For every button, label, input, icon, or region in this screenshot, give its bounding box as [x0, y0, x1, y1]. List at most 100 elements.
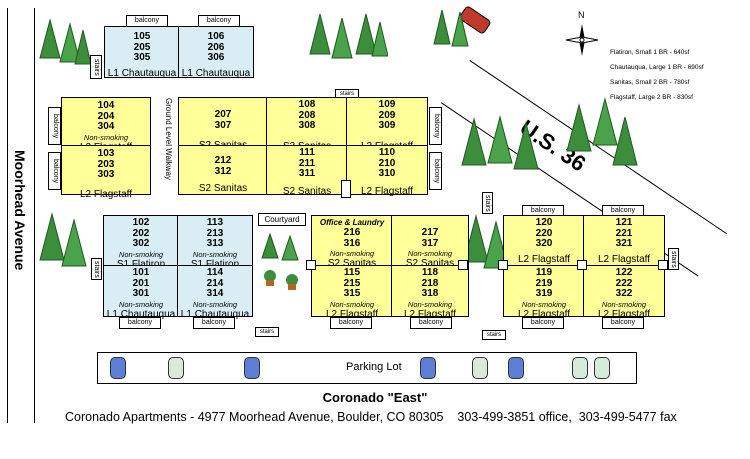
room-number: 322 — [615, 288, 633, 299]
stairs-label: stairs — [255, 327, 279, 337]
room-number: 318 — [421, 288, 439, 299]
compass-north-label: N — [578, 10, 585, 20]
room-number: 111 — [299, 147, 315, 158]
legend-item: Flagstaff, Large 2 BR - 830sf — [610, 94, 693, 101]
unit-217[interactable]: 217 317 Non-smoking S2 Sanitas — [391, 215, 469, 269]
unit-type: L2 Flagstaff — [325, 308, 379, 320]
non-smoking-note: Non-smoking — [407, 249, 453, 258]
tree-cluster-icon — [39, 18, 92, 65]
room-number: 303 — [97, 169, 115, 180]
unit-type: S1 Flatiron — [190, 258, 240, 270]
tree-cluster-icon — [566, 97, 638, 166]
room-number: 213 — [206, 227, 224, 239]
compass-rose: N — [562, 10, 602, 60]
tree-cluster-icon — [309, 13, 388, 59]
legend-item: Flatiron, Small 1 BR - 640sf — [610, 49, 690, 56]
non-smoking-note: Non-smoking — [192, 299, 238, 309]
stair-landing — [458, 260, 468, 270]
unit-113[interactable]: 113 213 313 Non-smoking S1 Flatiron — [177, 215, 253, 270]
room-number: 108 — [298, 99, 316, 110]
tree-cluster-icon — [461, 115, 539, 170]
unit-115[interactable]: 115 215 315 Non-smoking L2 Flagstaff — [311, 265, 393, 320]
unit-118[interactable]: 118 218 318 Non-smoking L2 Flagstaff — [391, 265, 469, 320]
room-number: 212 — [214, 155, 232, 166]
parked-car-icon — [110, 357, 126, 379]
balcony-label: balcony — [429, 107, 442, 145]
parking-lot: Parking Lot — [97, 352, 637, 384]
stairs-label: stairs — [668, 248, 679, 270]
moorhead-avenue-street: Moorhead Avenue — [0, 0, 36, 423]
unit-104[interactable]: 104 204 304 Non-smoking L2 Flagstaff — [61, 97, 151, 153]
room-number: 308 — [298, 120, 316, 131]
balcony-label: balcony — [602, 317, 644, 329]
non-smoking-note: Non-smoking — [118, 249, 164, 259]
unit-122[interactable]: 122 222 322 Non-smoking L2 Flagstaff — [583, 265, 665, 320]
room-number: 216 — [343, 227, 361, 238]
street-line-left — [7, 8, 8, 423]
non-smoking-note: Non-smoking — [329, 249, 375, 258]
unit-type: L2 Flagstaff — [517, 253, 571, 265]
unit-121[interactable]: 121 221 321 L2 Flagstaff — [583, 215, 665, 267]
room-number: 313 — [206, 238, 224, 249]
room-number: 307 — [214, 119, 232, 131]
unit-119[interactable]: 119 219 319 Non-smoking L2 Flagstaff — [503, 265, 585, 320]
room-number: 321 — [615, 238, 633, 249]
stair-landing — [306, 260, 316, 270]
room-number: 315 — [343, 288, 361, 299]
unit-102[interactable]: 102 202 302 Non-smoking S1 Flatiron — [103, 215, 179, 270]
unit-101[interactable]: 101 201 301 Non-smoking L1 Chautauqua — [103, 265, 179, 320]
room-number: 113 — [206, 217, 224, 228]
office-laundry-label: Office & Laundry — [319, 218, 385, 227]
non-smoking-note: Non-smoking — [329, 299, 375, 309]
unit-type: L1 Chautauqua — [181, 67, 251, 79]
unit-120[interactable]: 120 220 320 L2 Flagstaff — [503, 215, 585, 267]
unit-216[interactable]: Office & Laundry 216 316 Non-smoking S2 … — [311, 215, 393, 269]
room-number: 306 — [207, 52, 225, 63]
unit-212[interactable]: 212 312 S2 Sanitas — [178, 145, 268, 195]
unit-109[interactable]: 109 209 309 L2 Flagstaff — [346, 97, 428, 152]
map-title: Coronado "East" — [322, 390, 428, 405]
unit-legend: Flatiron, Small 1 BR - 640sf Chautauqua,… — [610, 45, 704, 105]
room-number: 205 — [133, 41, 151, 53]
stair-landing — [577, 260, 587, 270]
room-number: 203 — [97, 158, 115, 170]
non-smoking-note: Non-smoking — [118, 299, 164, 309]
parked-car-icon — [508, 357, 524, 379]
address-line: Coronado Apartments - 4977 Moorhead Aven… — [65, 410, 677, 424]
unit-108[interactable]: 108 208 308 S2 Sanitas — [266, 97, 348, 152]
stair-landing — [498, 260, 508, 270]
room-number: 207 — [214, 109, 232, 120]
room-number: 317 — [421, 237, 439, 249]
parked-car-icon — [572, 357, 588, 379]
balcony-label: balcony — [48, 107, 61, 145]
unit-111[interactable]: 111 211 311 S2 Sanitas — [266, 145, 348, 197]
unit-105[interactable]: 105 205 305 L1 Chautauqua — [104, 26, 180, 79]
unit-106[interactable]: 106 206 306 L1 Chautauqua — [178, 26, 254, 79]
room-number: 305 — [133, 52, 151, 63]
room-number: 211 — [298, 157, 316, 169]
room-number: 110 — [378, 147, 396, 158]
room-number: 210 — [378, 157, 396, 169]
unit-207[interactable]: 207 307 S2 Sanitas — [178, 97, 268, 151]
unit-114[interactable]: 114 214 314 Non-smoking L1 Chautauqua — [177, 265, 253, 320]
unit-type: L1 Chautauqua — [106, 308, 176, 320]
room-number: 217 — [421, 227, 439, 238]
stair-landing — [341, 180, 351, 198]
unit-type: L1 Chautauqua — [180, 308, 250, 320]
unit-type: L1 Chautauqua — [107, 67, 177, 79]
balcony-label: balcony — [410, 317, 452, 329]
street-name: Moorhead Avenue — [12, 150, 28, 271]
balcony-label: balcony — [429, 152, 442, 190]
room-number: 221 — [615, 227, 633, 239]
unit-type: S2 Sanitas — [405, 258, 455, 269]
parked-car-icon — [594, 357, 610, 379]
unit-type: L2 Flagstaff — [597, 308, 651, 320]
unit-110[interactable]: 110 210 310 L2 Flagstaff — [346, 145, 428, 197]
unit-type: L2 Flagstaff — [360, 185, 414, 197]
courtyard: Courtyard — [258, 213, 306, 313]
room-number: 115 — [343, 267, 361, 278]
stairs-label: stairs — [482, 330, 506, 340]
unit-103[interactable]: 103 203 303 L2 Flagstaff — [61, 145, 151, 200]
room-number: 201 — [132, 277, 150, 289]
tree-cluster-icon — [433, 9, 469, 47]
